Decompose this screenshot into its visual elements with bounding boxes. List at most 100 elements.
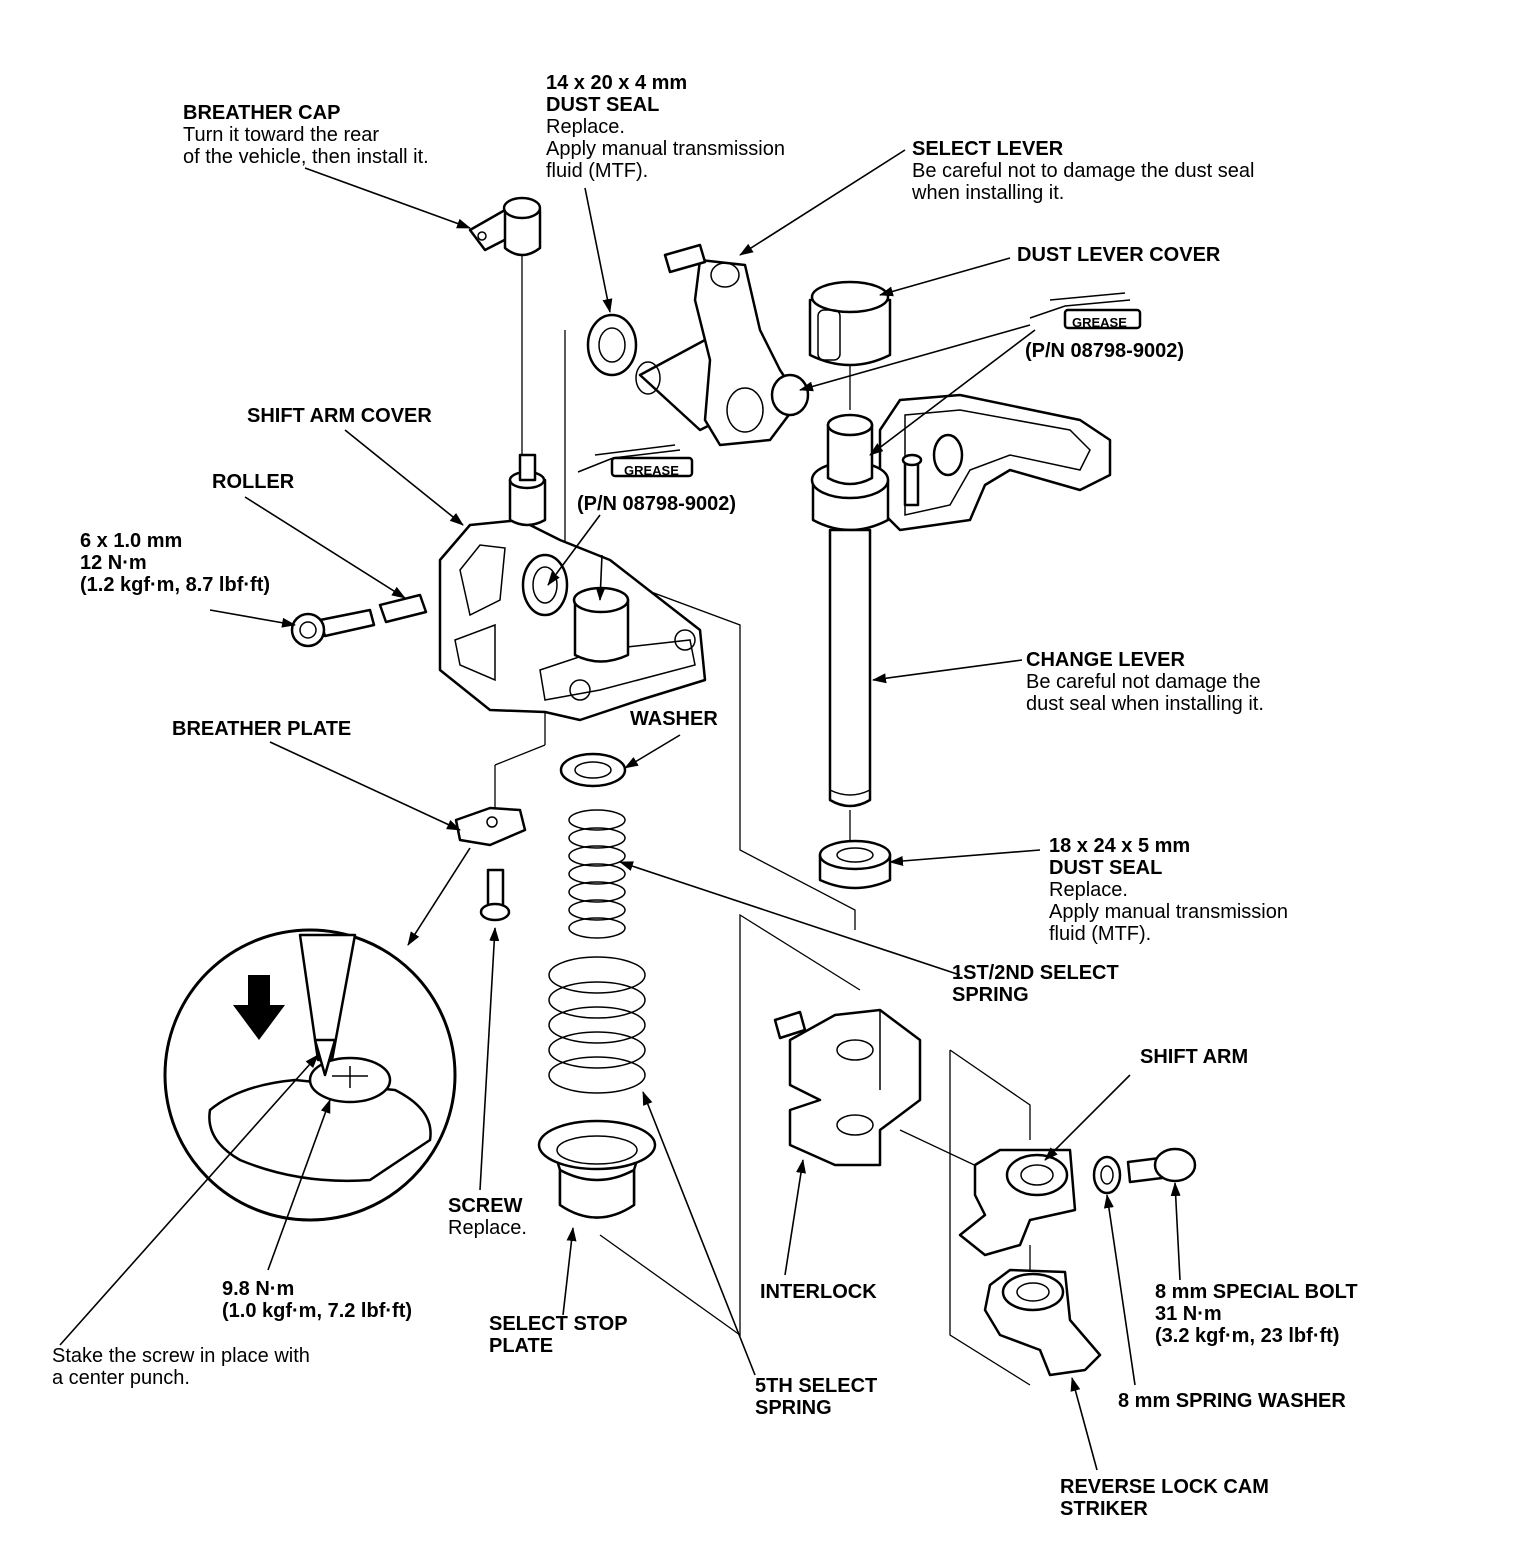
grease-tube-right [1029,292,1142,330]
label-breather-cap: BREATHER CAP Turn it toward the rear of … [183,102,429,168]
label-title: BREATHER CAP [183,102,341,124]
label-title: CHANGE LEVER [1026,649,1185,671]
label-note: of the vehicle, then install it. [183,146,429,168]
label-note: Replace. [1049,879,1128,901]
shift-arm-cover-part [438,453,707,722]
label-note: Turn it toward the rear [183,124,380,146]
label-line: 5TH SELECT [755,1375,878,1397]
label-note: fluid (MTF). [546,160,649,182]
label-pn: (P/N 08798-9002) [1025,340,1184,362]
label-screw: SCREW Replace. [448,1195,527,1239]
grease-tag-mid: GREASE [624,463,679,478]
label-note: Replace. [546,116,625,138]
label-reverse-lock: REVERSE LOCK CAM STRIKER [1060,1476,1269,1520]
label-note: Be careful not to damage the dust seal [912,160,1255,182]
label-change-lever: CHANGE LEVER Be careful not damage the d… [1026,649,1264,715]
label-line: SPRING [755,1397,832,1419]
label-select-spring-1st2nd: 1ST/2ND SELECT SPRING [952,962,1119,1006]
label-line: 9.8 N·m [222,1278,295,1300]
label-torque-screw: 9.8 N·m (1.0 kgf·m, 7.2 lbf·ft) [222,1278,412,1322]
dust-lever-cover-part [808,280,892,367]
label-title: DUST LEVER COVER [1017,244,1221,266]
spring-washer-part [1092,1155,1122,1195]
label-interlock: INTERLOCK [760,1281,877,1303]
label-line: SPRING [952,984,1029,1006]
shift-arm-part [958,1148,1077,1257]
label-note: fluid (MTF). [1049,923,1152,945]
label-line: 1ST/2ND SELECT [952,962,1119,984]
label-grease-right: (P/N 08798-9002) [1025,340,1184,362]
label-stake-note: Stake the screw in place with a center p… [52,1345,310,1389]
label-grease-mid: (P/N 08798-9002) [577,493,736,515]
interlock-part [773,1008,922,1167]
label-note: a center punch. [52,1367,190,1389]
roller-bolt-part [290,593,428,648]
label-title: DUST SEAL [546,94,660,116]
label-line: SELECT STOP [489,1313,628,1335]
label-note: Be careful not damage the [1026,671,1261,693]
label-title: SCREW [448,1195,523,1217]
dust-seal-bottom-part [818,839,892,890]
label-title: SELECT LEVER [912,138,1064,160]
reverse-lock-part [983,1268,1102,1377]
label-note: Replace. [448,1217,527,1239]
label-note: Stake the screw in place with [52,1345,310,1367]
label-note: dust seal when installing it. [1026,693,1264,715]
label-title: INTERLOCK [760,1281,877,1303]
label-title: BREATHER PLATE [172,718,352,740]
select-lever-part [635,243,810,447]
dust-seal-top-part [586,313,638,377]
screw-part [479,868,511,922]
select-spring-5th-part [548,956,646,1094]
select-spring-1st2nd-part [568,809,626,939]
label-title: SHIFT ARM COVER [247,405,432,427]
label-breather-plate: BREATHER PLATE [172,718,351,740]
label-line: 8 mm SPECIAL BOLT [1155,1281,1358,1303]
label-size: 18 x 24 x 5 mm [1049,835,1191,857]
label-pn: (P/N 08798-9002) [577,493,736,515]
label-select-stop-plate: SELECT STOP PLATE [489,1313,628,1357]
leader-lines [59,149,1181,1471]
label-line: 6 x 1.0 mm [80,530,183,552]
label-dust-lever-cover: DUST LEVER COVER [1017,244,1220,266]
special-bolt-part [1126,1147,1197,1184]
label-line: 31 N·m [1155,1303,1222,1325]
label-dust-seal-bottom: 18 x 24 x 5 mm DUST SEAL Replace. Apply … [1049,835,1288,945]
label-line: REVERSE LOCK CAM [1060,1476,1269,1498]
label-line: 12 N·m [80,552,147,574]
staking-detail [163,928,457,1222]
label-title: 8 mm SPRING WASHER [1118,1390,1346,1412]
washer-part [559,752,627,788]
label-note: when installing it. [912,182,1065,204]
alignment-lines [494,250,1031,1386]
grease-tube-mid [577,444,694,478]
label-line: (3.2 kgf·m, 23 lbf·ft) [1155,1325,1340,1347]
label-note: Apply manual transmission [546,138,785,160]
label-title: DUST SEAL [1049,857,1163,879]
label-line: STRIKER [1060,1498,1148,1520]
grease-tag-right: GREASE [1072,315,1127,330]
label-select-lever: SELECT LEVER Be careful not to damage th… [912,138,1254,204]
label-shift-arm-cover: SHIFT ARM COVER [247,405,432,427]
label-bolt-6mm: 6 x 1.0 mm 12 N·m (1.2 kgf·m, 8.7 lbf·ft… [80,530,270,596]
label-line: (1.0 kgf·m, 7.2 lbf·ft) [222,1300,413,1322]
label-size: 14 x 20 x 4 mm [546,72,688,94]
label-line: PLATE [489,1335,554,1357]
select-stop-plate-part [537,1119,657,1219]
breather-plate-part [454,806,527,847]
label-line: (1.2 kgf·m, 8.7 lbf·ft) [80,574,271,596]
label-select-spring-5th: 5TH SELECT SPRING [755,1375,877,1419]
breather-cap-part [468,196,542,257]
label-shift-arm: SHIFT ARM [1140,1046,1248,1068]
label-title: SHIFT ARM [1140,1046,1249,1068]
label-title: WASHER [630,708,718,730]
change-lever-part [810,393,1112,808]
label-note: Apply manual transmission [1049,901,1288,923]
label-special-bolt: 8 mm SPECIAL BOLT 31 N·m (3.2 kgf·m, 23 … [1155,1281,1358,1347]
label-washer: WASHER [630,708,718,730]
label-dust-seal-top: 14 x 20 x 4 mm DUST SEAL Replace. Apply … [546,72,785,182]
label-spring-washer: 8 mm SPRING WASHER [1118,1390,1346,1412]
label-title: ROLLER [212,471,295,493]
